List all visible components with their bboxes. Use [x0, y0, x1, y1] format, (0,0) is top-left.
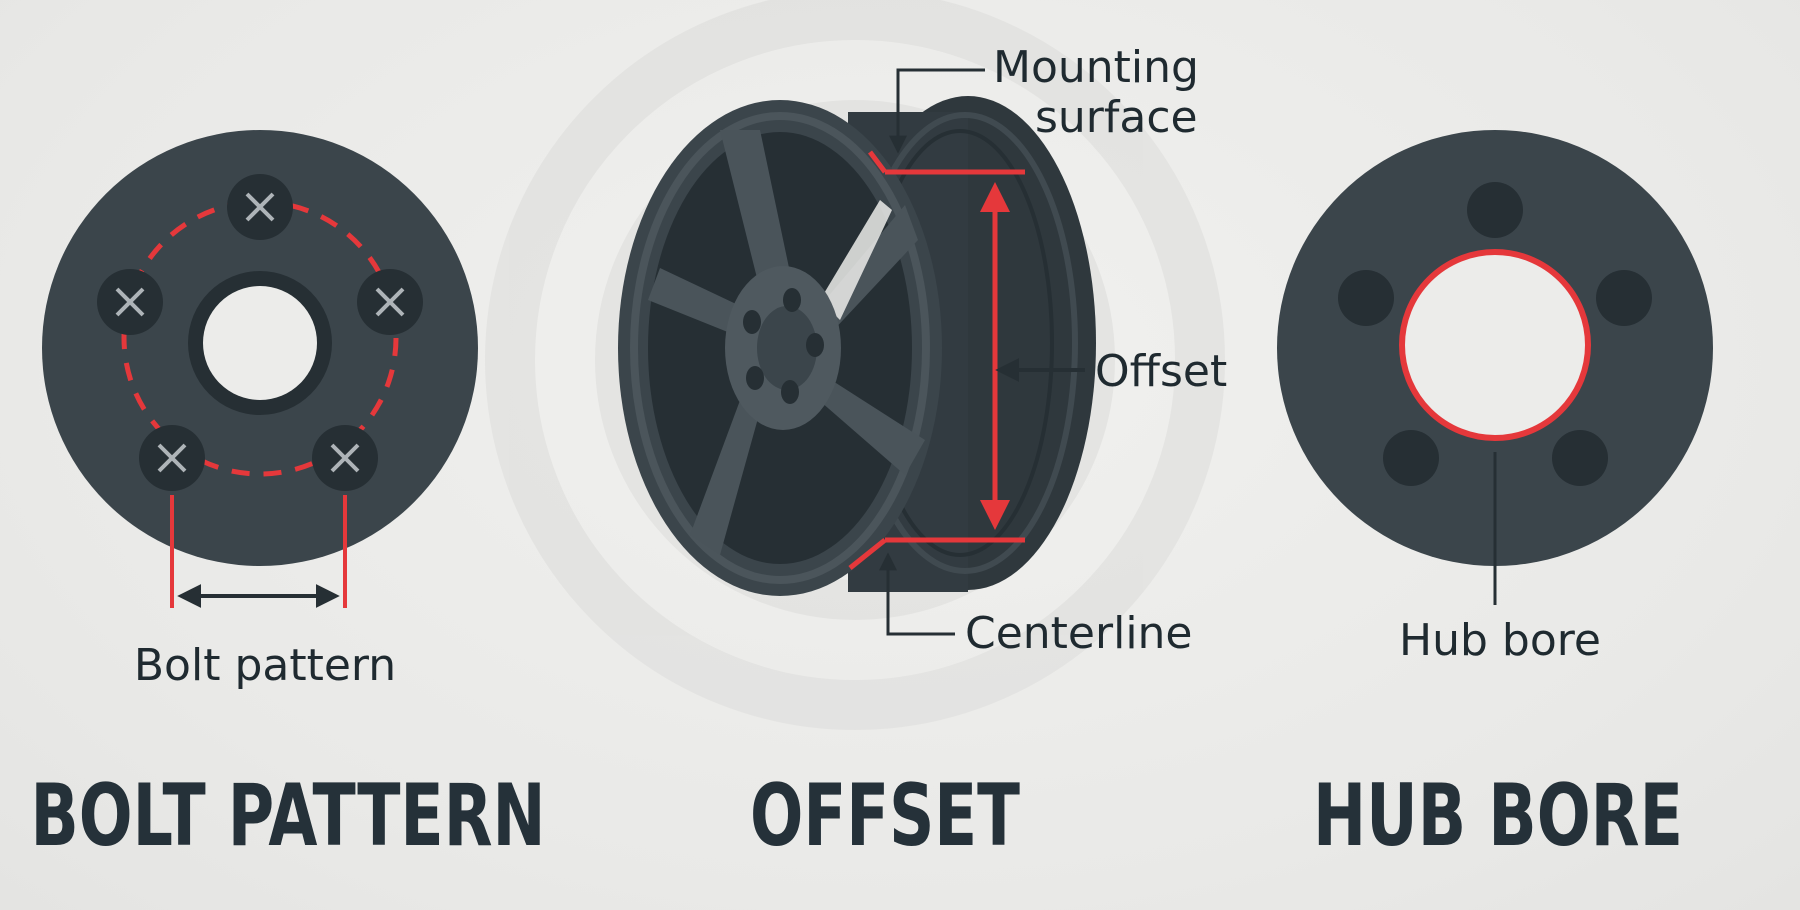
lug-hole: [357, 269, 423, 335]
centerline-leader: [879, 552, 955, 636]
hub-bore-heading: HUB BORE: [1313, 766, 1683, 866]
lug-hole: [1383, 430, 1439, 486]
offset-illustration: [618, 68, 1096, 636]
x-mark-icon: [115, 287, 145, 317]
bolt-pattern-callout: Bolt pattern: [134, 640, 396, 691]
lug-hole: [312, 425, 378, 491]
hub-bore-hole: [1399, 249, 1591, 441]
mounting-surface-callout-line1: Mounting: [993, 42, 1199, 93]
mounting-surface-leader: [889, 68, 985, 154]
offset-heading: OFFSET: [750, 766, 1020, 866]
hub-bore-illustration: [1277, 130, 1713, 605]
lug-hole: [1338, 270, 1394, 326]
x-mark-icon: [157, 443, 187, 473]
lug-hole: [1596, 270, 1652, 326]
bolt-pattern-heading: BOLT PATTERN: [31, 766, 546, 866]
lug-hole: [1552, 430, 1608, 486]
centerline-callout: Centerline: [965, 608, 1193, 659]
spoke-windows: [820, 200, 892, 320]
x-mark-icon: [375, 287, 405, 317]
lug-hole: [1467, 182, 1523, 238]
lug-hole: [139, 425, 205, 491]
lug-hole: [227, 174, 293, 240]
x-mark-icon: [245, 192, 275, 222]
x-mark-icon: [330, 443, 360, 473]
lug-hole: [97, 269, 163, 335]
mounting-surface-edge: [868, 150, 887, 174]
hub-bore-callout: Hub bore: [1399, 615, 1601, 666]
bolt-pattern-center-hole: [203, 286, 317, 400]
bolt-pattern-illustration: [42, 130, 478, 608]
mounting-surface-callout-line2: surface: [1035, 92, 1198, 143]
offset-callout: Offset: [1095, 346, 1227, 397]
wheel-face-lip: [630, 112, 930, 584]
centerline-edge: [848, 538, 887, 570]
